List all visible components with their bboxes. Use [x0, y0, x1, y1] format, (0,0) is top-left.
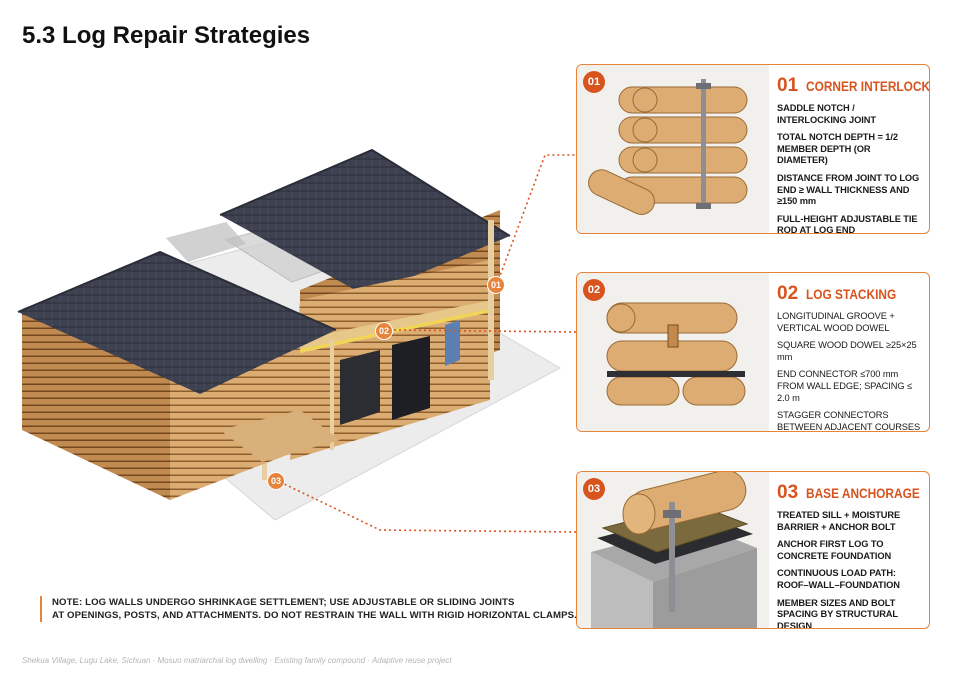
spec-line: ANCHOR FIRST LOG TO CONCRETE FOUNDATION: [777, 539, 892, 561]
card-title: LOG STACKING: [806, 287, 897, 302]
callout-marker-02: 02: [375, 322, 393, 340]
page-title: 5.3 Log Repair Strategies: [22, 22, 311, 49]
spec-line: CONTINUOUS LOAD PATH: ROOF–WALL–FOUNDATI…: [777, 568, 900, 590]
card-number: 01: [777, 75, 799, 96]
spec-line: END CONNECTOR ≤700 mm FROM WALL EDGE; SP…: [777, 369, 913, 403]
leader-line-02: [393, 329, 577, 333]
card-badge-03: 03: [583, 478, 605, 500]
front-roof: [18, 252, 336, 394]
spec-line: STAGGER CONNECTORS BETWEEN ADJACENT COUR…: [777, 410, 921, 432]
banner: [445, 320, 460, 366]
project-caption: Shekua Village, Lugu Lake, Sichuan · Mos…: [22, 656, 452, 665]
callout-marker-01: 01: [487, 276, 505, 294]
leader-line-01: [496, 154, 576, 285]
card-badge-01: 01: [583, 71, 605, 93]
detail-card-base-anchorage: 03 03 BASE ANCHORAGE TREATED SILL + MOIS…: [576, 471, 930, 629]
spec-line: LONGITUDINAL GROOVE + VERTICAL WOOD DOWE…: [777, 311, 895, 333]
spec-line: TREATED SILL + MOISTURE BARRIER + ANCHOR…: [777, 510, 901, 532]
spec-line: TOTAL NOTCH DEPTH = 1/2 MEMBER DEPTH (OR…: [777, 132, 898, 166]
callout-marker-03: 03: [267, 472, 285, 490]
corner-interlock-detail-image: 01: [577, 65, 769, 233]
entrance-door: [392, 336, 430, 420]
detail-card-log-stacking: 02 02 LOG STACKING LONGITUDINAL GROOVE +…: [576, 272, 930, 432]
note-line-2: AT OPENINGS, POSTS, AND ATTACHMENTS. DO …: [52, 610, 577, 621]
card-number: 02: [777, 283, 799, 304]
log-stacking-text: 02 LOG STACKING LONGITUDINAL GROOVE + VE…: [777, 283, 921, 432]
corner-interlock-text: 01 CORNER INTERLOCK SADDLE NOTCH / INTER…: [777, 75, 929, 234]
spec-line: SQUARE WOOD DOWEL ≥25×25 mm: [777, 340, 917, 362]
card-title: BASE ANCHORAGE: [806, 486, 920, 501]
ground-deck: [220, 410, 340, 462]
log-stacking-detail-image: 02: [577, 273, 769, 431]
window-opening: [340, 350, 380, 425]
card-badge-02: 02: [583, 279, 605, 301]
leader-line-03: [279, 481, 577, 533]
base-anchorage-text: 03 BASE ANCHORAGE TREATED SILL + MOISTUR…: [777, 482, 921, 629]
terrace-shade: [166, 222, 246, 262]
spec-line: SADDLE NOTCH / INTERLOCKING JOINT: [777, 103, 876, 125]
card-number: 03: [777, 482, 799, 503]
gable-end-wall: [22, 310, 170, 500]
base-anchorage-detail-image: 03: [577, 472, 769, 628]
detail-card-corner-interlock: 01 01 CORNER INTERLOCK SADDLE NOTCH / IN…: [576, 64, 930, 234]
spec-line: FULL-HEIGHT ADJUSTABLE TIE ROD AT LOG EN…: [777, 213, 918, 234]
spec-line: MEMBER SIZES AND BOLT SPACING BY STRUCTU…: [777, 597, 898, 629]
note-line-1: NOTE: LOG WALLS UNDERGO SHRINKAGE SETTLE…: [52, 597, 515, 608]
card-title: CORNER INTERLOCK: [806, 79, 930, 94]
rear-roof: [220, 150, 510, 296]
shrinkage-note: NOTE: LOG WALLS UNDERGO SHRINKAGE SETTLE…: [40, 596, 577, 622]
spec-line: DISTANCE FROM JOINT TO LOG END ≥ WALL TH…: [777, 172, 920, 207]
